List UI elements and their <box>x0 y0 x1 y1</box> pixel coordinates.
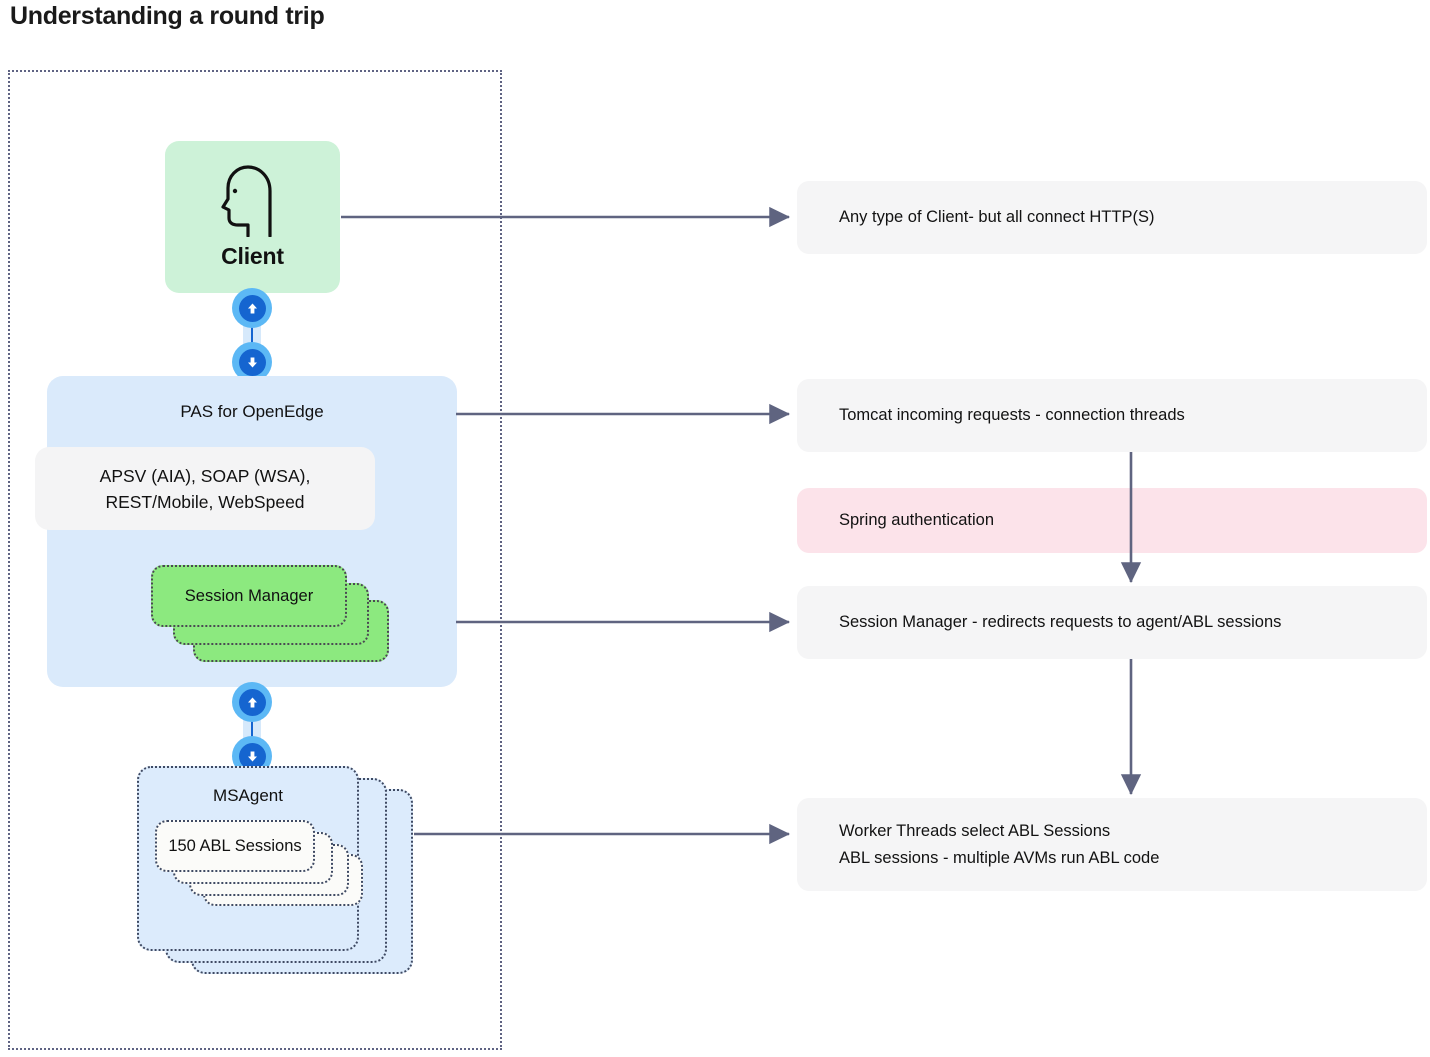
client-node[interactable]: Client <box>165 141 340 293</box>
callout-worker-line-2: ABL sessions - multiple AVMs run ABL cod… <box>839 848 1160 867</box>
system-boundary-dashed-container <box>8 70 502 1050</box>
session-manager-card-front[interactable]: Session Manager <box>151 565 347 627</box>
abl-sessions-card-front[interactable]: 150 ABL Sessions <box>155 820 315 872</box>
pas-to-agent-connector <box>232 682 272 776</box>
callout-client-line-1: Any type of Client- but all connect HTTP… <box>839 208 1155 226</box>
callout-tomcat-line-1: Tomcat incoming requests - connection th… <box>839 406 1185 424</box>
callout-session-manager[interactable]: Session Manager - redirects requests to … <box>797 586 1427 659</box>
protocols-box[interactable]: APSV (AIA), SOAP (WSA), REST/Mobile, Web… <box>35 447 375 530</box>
arrow-down-badge-icon[interactable] <box>232 342 272 382</box>
connector-stem-line <box>251 308 253 360</box>
abl-sessions-label: 150 ABL Sessions <box>168 836 302 855</box>
arrow-up-badge-icon[interactable] <box>232 682 272 722</box>
callout-spring-line-1: Spring authentication <box>839 511 995 529</box>
callout-tomcat[interactable]: Tomcat incoming requests - connection th… <box>797 379 1427 452</box>
msagent-label: MSAgent <box>213 786 283 805</box>
pas-title: PAS for OpenEdge <box>180 402 324 421</box>
client-to-pas-connector <box>232 288 272 382</box>
arrow-up-badge-icon[interactable] <box>232 288 272 328</box>
person-head-profile-icon <box>220 163 286 237</box>
callout-worker-threads[interactable]: Worker Threads select ABL Sessions ABL s… <box>797 798 1427 891</box>
callout-worker-line-1: Worker Threads select ABL Sessions <box>839 821 1111 840</box>
callout-client[interactable]: Any type of Client- but all connect HTTP… <box>797 181 1427 254</box>
page-title: Understanding a round trip <box>10 2 325 30</box>
client-label: Client <box>221 243 284 269</box>
session-manager-label: Session Manager <box>184 586 314 605</box>
callout-session-line-1: Session Manager - redirects requests to … <box>839 613 1282 631</box>
protocols-line-1: APSV (AIA), SOAP (WSA), <box>99 465 311 486</box>
callout-spring-authentication[interactable]: Spring authentication <box>797 488 1427 553</box>
connector-stem-line <box>251 702 253 754</box>
protocols-line-2: REST/Mobile, WebSpeed <box>105 491 305 512</box>
